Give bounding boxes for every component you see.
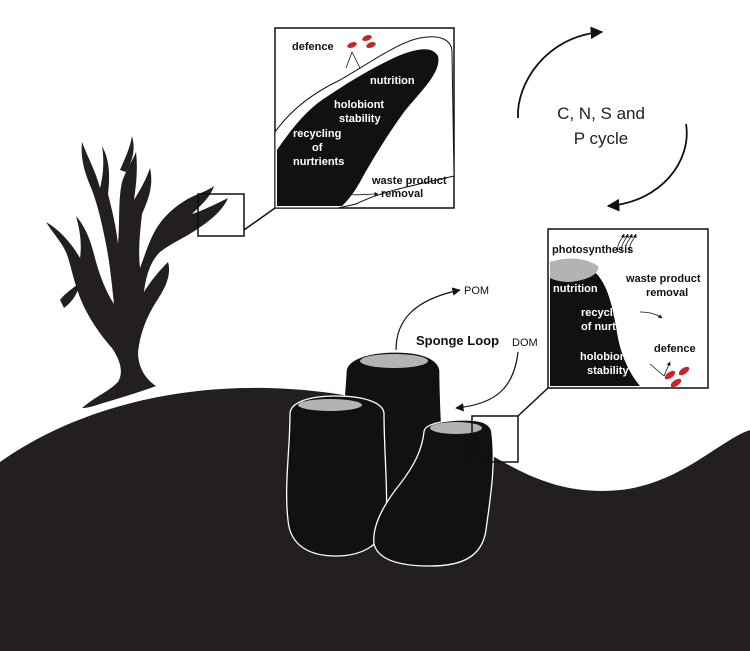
cycle-arrow-top bbox=[517, 26, 604, 119]
coral-recycling-label-2: of bbox=[312, 142, 323, 154]
coral-silhouette bbox=[46, 136, 228, 408]
sponge-photosynthesis-label: photosynthesis bbox=[552, 244, 633, 256]
cycle-arrow-bottom bbox=[606, 123, 688, 212]
coral-defence-label: defence bbox=[292, 41, 334, 53]
cycle-label-line2: P cycle bbox=[574, 129, 629, 148]
sponge-holobiont-label-2: stability bbox=[587, 365, 629, 377]
coral-waste-label-2: removal bbox=[381, 188, 423, 200]
sponge-recycling-label-2: of nurtrients bbox=[581, 321, 646, 333]
coral-zoom-square bbox=[197, 193, 245, 237]
coral-holobiont-label-1: holobiont bbox=[334, 99, 384, 111]
sponge-nutrition-label: nutrition bbox=[553, 283, 598, 295]
dom-arrow bbox=[455, 351, 519, 412]
sponge-inset bbox=[547, 228, 709, 389]
sponge-zoom-square bbox=[471, 415, 519, 463]
coral-nutrition-label: nutrition bbox=[370, 75, 415, 87]
sponge-left bbox=[285, 395, 388, 557]
coral-recycling-label-1: recycling bbox=[293, 128, 341, 140]
coral-zoom-connector bbox=[243, 207, 276, 231]
coral-holobiont-label-2: stability bbox=[339, 113, 381, 125]
coral-inset bbox=[274, 27, 455, 209]
coral-waste-label-1: waste product bbox=[371, 175, 447, 187]
sponge-right bbox=[373, 419, 494, 567]
sponge-loop-title: Sponge Loop bbox=[416, 333, 499, 348]
sponge-recycling-label-1: recycling bbox=[581, 307, 629, 319]
pom-arrow bbox=[395, 287, 461, 351]
sponge-waste-label-2: removal bbox=[646, 287, 688, 299]
pom-label: POM bbox=[464, 285, 489, 297]
sponge-defence-label: defence bbox=[654, 343, 696, 355]
coral-recycling-label-3: nurtrients bbox=[293, 156, 344, 168]
sponge-waste-label-1: waste product bbox=[625, 273, 701, 285]
sponge-zoom-connector bbox=[517, 387, 549, 417]
dom-label: DOM bbox=[512, 337, 538, 349]
cycle-label-line1: C, N, S and bbox=[557, 104, 645, 123]
sponge-holobiont-label-1: holobiont bbox=[580, 351, 630, 363]
